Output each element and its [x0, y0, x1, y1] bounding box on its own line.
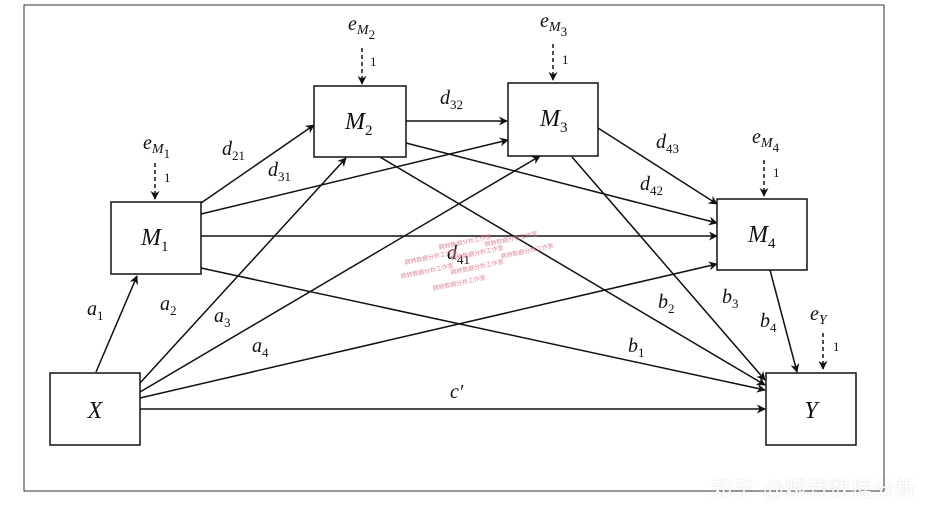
- error-eM4-label: eM4: [752, 126, 780, 155]
- path-d42-arrow: [405, 142, 718, 226]
- path-a1-label: a1: [87, 298, 104, 323]
- error-eM1-weight: 1: [164, 170, 171, 185]
- diagram-frame: [23, 4, 885, 492]
- error-eM3-weight: 1: [562, 52, 569, 67]
- error-eM1-label: eM1: [143, 132, 170, 161]
- path-d32-label: d32: [440, 87, 463, 112]
- path-c-label: c′: [450, 381, 464, 403]
- node-M4: M4: [716, 198, 808, 271]
- node-Y: Y: [765, 372, 857, 446]
- node-M3-label: M3: [539, 106, 568, 136]
- node-M3: M3: [507, 82, 599, 157]
- path-a4-arrow: [139, 261, 718, 399]
- path-a4-label: a4: [252, 335, 269, 360]
- path-d43-arrow: [597, 127, 718, 205]
- path-d21-label: d21: [222, 138, 245, 163]
- path-b1-label: b1: [628, 335, 645, 360]
- path-d21-arrow: [200, 124, 315, 204]
- path-a3-arrow: [139, 155, 541, 393]
- path-d31-arrow: [200, 137, 509, 215]
- error-eM2-weight: 1: [370, 54, 377, 69]
- node-M2: M2: [313, 85, 407, 158]
- error-eM2-label: eM2: [348, 13, 375, 42]
- node-M1-label: M1: [140, 225, 169, 255]
- path-d41-label: d41: [447, 242, 470, 267]
- error-eM4-weight: 1: [773, 165, 780, 180]
- path-b3-arrow: [571, 156, 766, 381]
- zhihu-watermark: 知乎 @婉转数据分析: [711, 477, 917, 501]
- path-b2-arrow: [379, 156, 766, 386]
- path-a3-label: a3: [214, 305, 231, 330]
- path-b4-arrow: [769, 269, 800, 373]
- node-Y-label: Y: [804, 398, 820, 424]
- path-a2-arrow: [139, 157, 347, 384]
- path-b2-label: b2: [658, 291, 675, 316]
- node-M2-label: M2: [344, 109, 373, 139]
- node-M4-label: M4: [747, 222, 776, 252]
- path-b1-arrow: [200, 267, 766, 393]
- path-d31-label: d31: [268, 159, 291, 184]
- node-X-label: X: [87, 398, 104, 424]
- error-eY-weight: 1: [833, 339, 840, 354]
- path-a2-label: a2: [160, 293, 177, 318]
- path-b3-label: b3: [722, 286, 739, 311]
- error-eM3-label: eM3: [540, 10, 567, 39]
- node-X: X: [49, 372, 141, 446]
- node-M1: M1: [110, 201, 202, 275]
- error-eY-label: eY: [810, 303, 829, 328]
- path-a1-arrow: [95, 275, 138, 373]
- path-b4-label: b4: [760, 310, 777, 335]
- path-d43-label: d43: [656, 131, 679, 156]
- path-d42-label: d42: [640, 173, 663, 198]
